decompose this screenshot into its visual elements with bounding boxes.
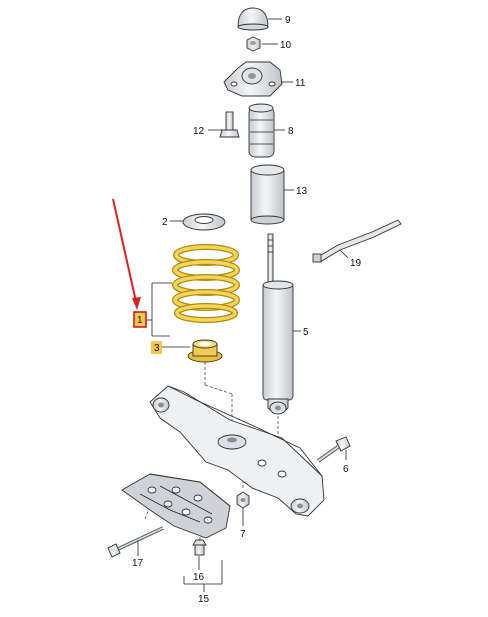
part-6-bolt <box>316 436 351 463</box>
callout-1-highlighted[interactable]: 1 <box>133 311 147 328</box>
callout-9: 9 <box>285 15 291 26</box>
part-11-top-mount <box>223 61 293 97</box>
part-3-lower-spring-seat <box>187 339 223 363</box>
callout-3-highlighted[interactable]: 3 <box>151 341 162 354</box>
callout-bracket-1 <box>145 282 190 348</box>
part-16-clip <box>192 539 207 570</box>
part-2-upper-spring-seat <box>170 213 226 231</box>
callout-8: 8 <box>288 126 294 137</box>
callout-17: 17 <box>132 558 144 569</box>
part-19-cable-tie <box>312 219 402 263</box>
part-9-dome-cap <box>237 7 282 31</box>
callout-2: 2 <box>162 217 168 228</box>
part-1-coil-spring <box>172 244 240 323</box>
callout-5: 5 <box>303 327 309 338</box>
part-10-nut <box>246 36 278 52</box>
callout-1: 1 <box>137 315 143 326</box>
callout-11: 11 <box>295 78 306 89</box>
part-15-underbody-shield <box>121 473 231 539</box>
lower-control-arm <box>149 385 325 517</box>
callout-19: 19 <box>350 258 362 269</box>
callout-labels: 9 10 11 12 8 13 2 19 5 6 7 17 16 15 <box>132 15 362 605</box>
part-12-bolt <box>208 111 240 138</box>
callout-16: 16 <box>193 572 205 583</box>
part-7-nut <box>236 491 250 526</box>
callout-15: 15 <box>198 594 210 605</box>
part-17-screw <box>107 526 164 558</box>
callout-10: 10 <box>280 40 292 51</box>
callout-6: 6 <box>343 464 349 475</box>
red-pointer-arrow <box>112 198 141 310</box>
callout-12: 12 <box>193 126 205 137</box>
part-5-shock-absorber <box>262 233 301 415</box>
part-13-dust-cover <box>250 164 294 225</box>
callout-13: 13 <box>296 186 308 197</box>
callout-7: 7 <box>240 529 246 540</box>
callout-3: 3 <box>154 343 160 354</box>
callout-bracket-15 <box>183 560 223 592</box>
part-8-bump-stop <box>248 103 285 158</box>
